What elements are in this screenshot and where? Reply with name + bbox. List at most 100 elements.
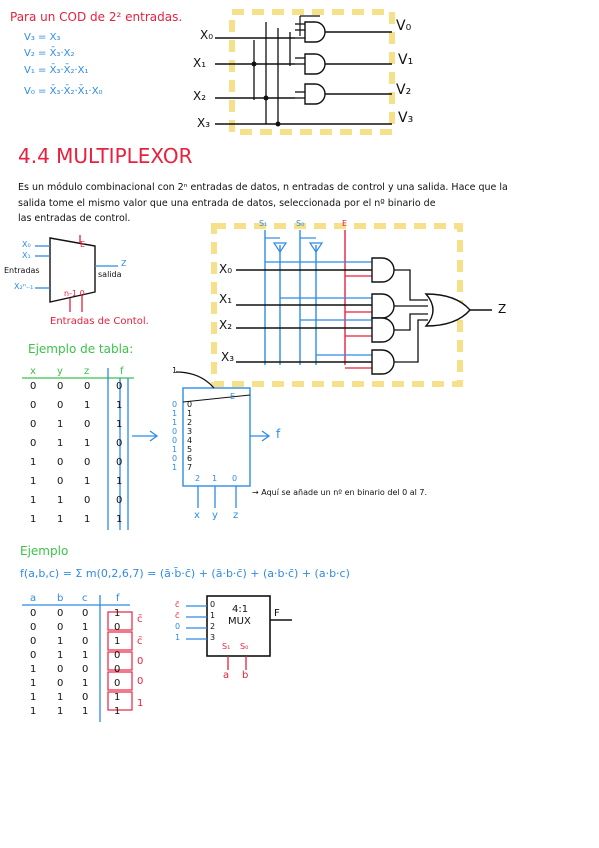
mux4-input-value: c̄ bbox=[175, 600, 180, 609]
table2-cell: 0 bbox=[30, 650, 37, 661]
table-cell: 0 bbox=[116, 438, 123, 449]
mux8-input-index: 3 bbox=[187, 427, 193, 436]
block-input-x0: X₀ bbox=[22, 240, 31, 249]
table-example-title: Ejemplo de tabla: bbox=[28, 342, 134, 356]
table2-cell: 1 bbox=[30, 706, 37, 717]
group-label-2: c̄ bbox=[137, 636, 143, 647]
description-line-3: las entradas de control. bbox=[18, 213, 131, 224]
block-label-entradas: Entradas bbox=[4, 266, 40, 275]
table2-cell: 0 bbox=[114, 650, 121, 661]
mux8-var-x: x bbox=[194, 510, 200, 521]
mux-control-s1: S₁ bbox=[259, 219, 268, 228]
mux8-input-value: 0 bbox=[172, 454, 178, 463]
mux4-input-index: 3 bbox=[210, 633, 216, 642]
mux4-title-name: MUX bbox=[228, 616, 251, 627]
mux8-input-value: 1 bbox=[172, 445, 178, 454]
table2-header-c: c bbox=[82, 593, 88, 604]
group-label-3: 0 bbox=[137, 656, 144, 667]
table-cell: 0 bbox=[57, 476, 64, 487]
table-cell: 0 bbox=[57, 400, 64, 411]
table-cell: 0 bbox=[116, 381, 123, 392]
table-header-f: f bbox=[120, 366, 124, 377]
mux8-bottom-1: 1 bbox=[212, 474, 218, 483]
mux8-input-index: 5 bbox=[187, 445, 193, 454]
mux4-output-f: F bbox=[274, 608, 280, 619]
mux8-input-value: 0 bbox=[172, 427, 178, 436]
encoder-eq-v2: V₂ = X̄₃·X₂ bbox=[24, 48, 75, 59]
encoder-input-x2: X₂ bbox=[193, 89, 207, 103]
table2-cell: 0 bbox=[114, 664, 121, 675]
table-cell: 1 bbox=[84, 400, 91, 411]
mux8-input-index: 1 bbox=[187, 409, 193, 418]
table2-header-a: a bbox=[30, 593, 37, 604]
mux4-var-a: a bbox=[223, 670, 230, 681]
mux8-one-label: 1 bbox=[172, 366, 178, 375]
table2-cell: 1 bbox=[114, 706, 121, 717]
table2-cell: 0 bbox=[30, 608, 37, 619]
table-cell: 1 bbox=[57, 419, 64, 430]
table2-cell: 1 bbox=[82, 706, 89, 717]
block-output-z: Z bbox=[121, 259, 127, 268]
mux-input-x3: X₃ bbox=[221, 350, 235, 364]
table2-cell: 0 bbox=[57, 664, 64, 675]
table-cell: 1 bbox=[116, 419, 123, 430]
table2-cell: 0 bbox=[30, 622, 37, 633]
mux-control-s0: S₀ bbox=[296, 219, 305, 228]
table2-cell: 1 bbox=[57, 636, 64, 647]
table-cell: 0 bbox=[84, 495, 91, 506]
table-cell: 1 bbox=[116, 476, 123, 487]
mux4-sel-s1: S₁ bbox=[222, 642, 231, 651]
mux8-input-index: 6 bbox=[187, 454, 193, 463]
mux8-input-value: 1 bbox=[172, 463, 178, 472]
mux8-input-value: 0 bbox=[172, 436, 178, 445]
encoder-input-x3: X₃ bbox=[197, 116, 211, 130]
encoder-output-v2: V₂ bbox=[396, 82, 412, 98]
mux8-input-index: 0 bbox=[187, 400, 193, 409]
table2-cell: 0 bbox=[57, 608, 64, 619]
encoder-output-v0: V₀ bbox=[396, 18, 412, 34]
encoder-heading: Para un COD de 2² entradas. bbox=[10, 10, 183, 24]
table-cell: 1 bbox=[57, 438, 64, 449]
table2-cell: 1 bbox=[57, 706, 64, 717]
table2-cell: 1 bbox=[57, 650, 64, 661]
mux8-enable: E bbox=[230, 392, 236, 401]
table2-cell: 0 bbox=[82, 608, 89, 619]
mux4-input-index: 1 bbox=[210, 611, 216, 620]
table2-cell: 1 bbox=[114, 692, 121, 703]
table-cell: 0 bbox=[30, 400, 37, 411]
block-label-control: Entradas de Contol. bbox=[50, 316, 149, 327]
table-cell: 0 bbox=[84, 419, 91, 430]
mux8-input-index: 2 bbox=[187, 418, 193, 427]
table2-cell: 0 bbox=[57, 622, 64, 633]
encoder-eq-v0: V₀ = X̄₃·X̄₂·X̄₁·X₀ bbox=[24, 86, 103, 97]
description-line-2: salida tome el mismo valor que una entra… bbox=[18, 198, 436, 209]
block-label-salida: salida bbox=[98, 270, 122, 279]
table-cell: 1 bbox=[57, 514, 64, 525]
mux-output-z: Z bbox=[498, 302, 507, 316]
table2-cell: 1 bbox=[114, 636, 121, 647]
table2-cell: 0 bbox=[114, 622, 121, 633]
mux8-note: → Aquí se añade un nº en binario del 0 a… bbox=[252, 488, 428, 497]
mux-input-x2: X₂ bbox=[219, 318, 233, 332]
table-cell: 0 bbox=[57, 381, 64, 392]
block-input-x1: X₁ bbox=[22, 251, 31, 260]
section-title: 4.4 MULTIPLEXOR bbox=[18, 144, 193, 168]
table-header-y: y bbox=[57, 366, 63, 377]
table-cell: 1 bbox=[30, 514, 37, 525]
table2-header-b: b bbox=[57, 593, 64, 604]
table2-cell: 1 bbox=[82, 650, 89, 661]
mux-input-x0: X₀ bbox=[219, 262, 233, 276]
table2-cell: 0 bbox=[57, 678, 64, 689]
mux8-bottom-2: 2 bbox=[195, 474, 201, 483]
table-header-x: x bbox=[30, 366, 36, 377]
mux8-input-value: 1 bbox=[172, 409, 178, 418]
block-input-xn: X₂ⁿ₋₁ bbox=[14, 282, 34, 291]
example2-title: Ejemplo bbox=[20, 544, 69, 558]
mux8-input-index: 4 bbox=[187, 436, 193, 445]
mux4-input-value: 0 bbox=[175, 622, 181, 631]
table-cell: 1 bbox=[30, 457, 37, 468]
table-cell: 1 bbox=[84, 514, 91, 525]
